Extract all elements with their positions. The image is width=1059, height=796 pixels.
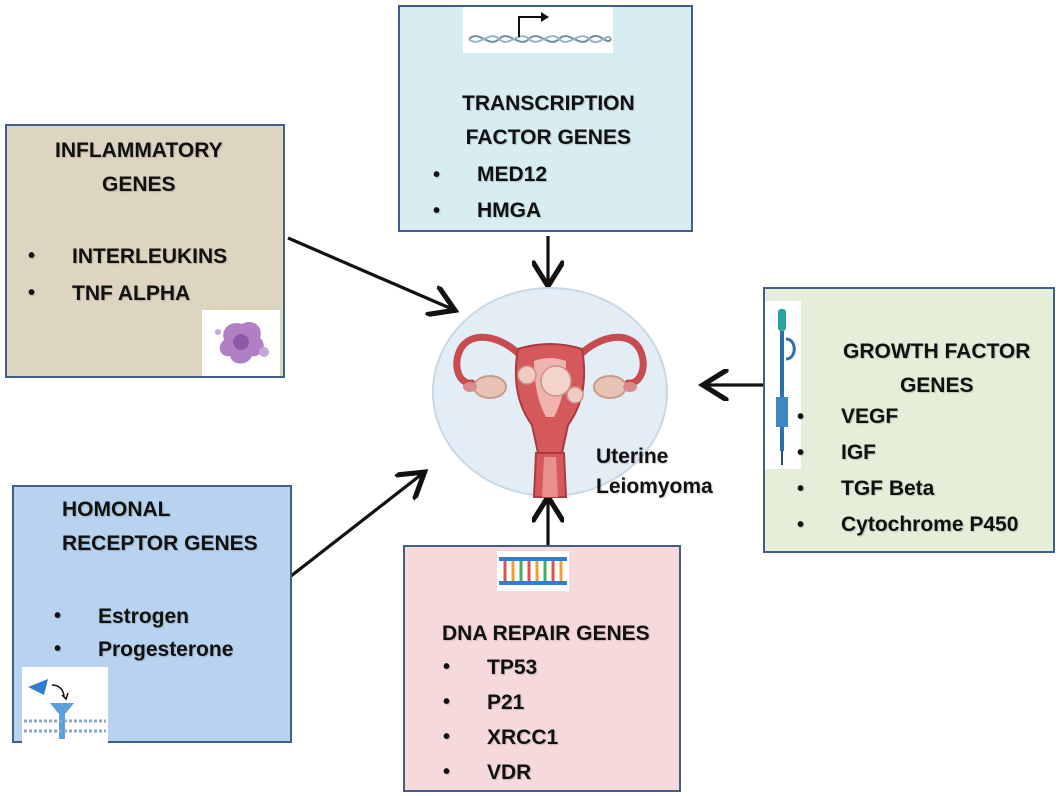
inflammatory-gene-list: INTERLEUKINS TNF ALPHA xyxy=(28,238,227,312)
dna-repair-title: DNA REPAIR GENES xyxy=(442,617,650,651)
center-label-line2: Leiomyoma xyxy=(596,475,713,498)
transcription-title-line1: TRANSCRIPTION xyxy=(462,92,635,115)
hormonal-receptor-title: HOMONAL RECEPTOR GENES xyxy=(62,493,258,561)
immune-cell-icon xyxy=(202,310,280,376)
inflammatory-genes-box: INFLAMMATORY GENES INTERLEUKINS TNF ALPH… xyxy=(5,124,285,378)
pipette-icon xyxy=(765,301,801,469)
list-item: TP53 xyxy=(443,650,558,685)
growth-title-line2: GENES xyxy=(899,374,974,397)
list-item: XRCC1 xyxy=(443,720,558,755)
list-item: Estrogen xyxy=(54,600,233,633)
list-item: TNF ALPHA xyxy=(28,275,227,312)
list-item: IGF xyxy=(797,435,1018,471)
hormonal-title-line2: RECEPTOR GENES xyxy=(62,532,258,555)
growth-title-line1: GROWTH FACTOR xyxy=(843,340,1031,363)
hormonal-receptor-genes-box: HOMONAL RECEPTOR GENES Estrogen Progeste… xyxy=(12,485,292,743)
dna-promoter-icon xyxy=(463,7,613,53)
list-item: VDR xyxy=(443,755,558,790)
center-label: Uterine Leiomyoma xyxy=(596,442,713,502)
membrane-receptor-icon xyxy=(22,667,108,743)
list-item: MED12 xyxy=(433,157,547,193)
list-item: TGF Beta xyxy=(797,471,1018,507)
growth-factor-genes-box: GROWTH FACTOR GENES VEGF IGF TGF Beta Cy… xyxy=(763,287,1055,553)
transcription-title-line2: FACTOR GENES xyxy=(465,126,631,149)
transcription-gene-list: MED12 HMGA xyxy=(433,157,547,229)
list-item: VEGF xyxy=(797,399,1018,435)
dna-repair-genes-box: DNA REPAIR GENES TP53 P21 XRCC1 VDR xyxy=(403,545,681,792)
hormonal-gene-list: Estrogen Progesterone xyxy=(54,600,233,666)
list-item: HMGA xyxy=(433,193,547,229)
list-item: P21 xyxy=(443,685,558,720)
transcription-factor-title: TRANSCRIPTION FACTOR GENES xyxy=(462,87,635,155)
inflammatory-genes-title: INFLAMMATORY GENES xyxy=(55,134,223,202)
inflammatory-title-line2: GENES xyxy=(102,173,176,196)
inflammatory-title-line1: INFLAMMATORY xyxy=(55,139,223,162)
hormonal-title-line1: HOMONAL xyxy=(62,498,171,521)
list-item: Cytochrome P450 xyxy=(797,507,1018,543)
arrow-hormonal xyxy=(290,474,422,578)
dna-repair-icon xyxy=(497,551,569,591)
arrow-inflammatory xyxy=(287,236,452,309)
center-label-line1: Uterine xyxy=(596,445,669,468)
dna-repair-gene-list: TP53 P21 XRCC1 VDR xyxy=(443,650,558,790)
growth-gene-list: VEGF IGF TGF Beta Cytochrome P450 xyxy=(797,399,1018,543)
growth-factor-title: GROWTH FACTOR GENES xyxy=(843,335,1030,403)
dna-repair-title-line1: DNA REPAIR GENES xyxy=(442,622,650,645)
uterus-illustration xyxy=(432,287,668,498)
list-item: Progesterone xyxy=(54,633,233,666)
transcription-factor-genes-box: TRANSCRIPTION FACTOR GENES MED12 HMGA xyxy=(398,5,693,232)
list-item: INTERLEUKINS xyxy=(28,238,227,275)
uterine-leiomyoma-figure xyxy=(430,285,670,500)
